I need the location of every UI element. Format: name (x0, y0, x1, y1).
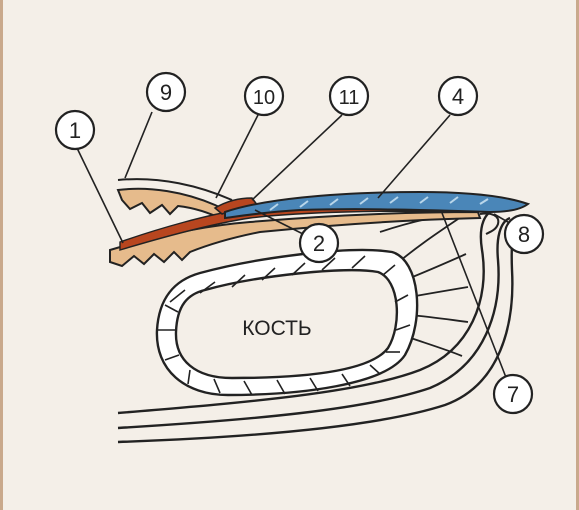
callout-1: 1 (56, 111, 94, 149)
callout-11-label: 11 (339, 87, 360, 109)
callout-10-label: 10 (253, 87, 275, 109)
callout-11: 11 (330, 77, 368, 115)
callout-9: 9 (147, 73, 185, 111)
callout-4: 4 (439, 77, 477, 115)
callout-10: 10 (245, 77, 283, 115)
bone-label: КОСТЬ (242, 317, 311, 340)
callout-9-label: 9 (160, 80, 172, 105)
callout-4-label: 4 (452, 84, 464, 109)
callout-8-label: 8 (518, 222, 530, 247)
callout-1-label: 1 (69, 118, 81, 143)
callout-2: 2 (300, 224, 338, 262)
callout-7: 7 (494, 375, 532, 413)
callout-7-label: 7 (507, 382, 519, 407)
callout-2-label: 2 (313, 231, 325, 256)
callout-8: 8 (505, 215, 543, 253)
